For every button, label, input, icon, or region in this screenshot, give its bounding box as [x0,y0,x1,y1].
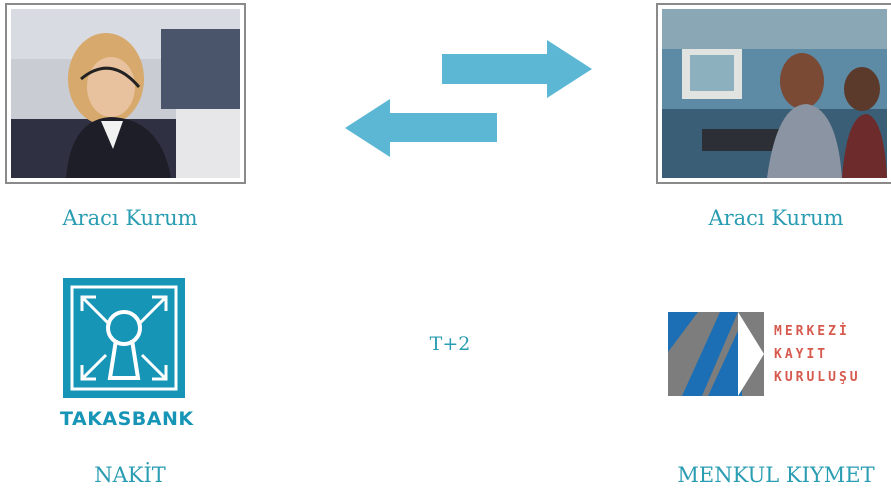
arrow-right-icon [442,40,592,98]
broker-label-left: Aracı Kurum [40,206,220,230]
cash-label: NAKİT [60,463,200,487]
broker-photo-right [656,3,891,184]
call-center-woman-image [11,9,240,178]
broker-photo-left [5,3,246,184]
mkk-line-2: KAYIT [774,343,861,366]
keyhole-logo-icon [60,278,188,398]
takasbank-wordmark: TAKASBANK [60,408,188,430]
mkk-line-3: KURULUŞU [774,366,861,389]
broker-label-right: Aracı Kurum [676,206,876,230]
takasbank-logo: TAKASBANK [60,278,188,430]
trading-floor-image [662,9,887,178]
securities-label: MENKUL KIYMET [656,463,891,487]
exchange-arrows [340,40,600,160]
settlement-period-label: T+2 [400,333,500,355]
mkk-logo: MERKEZİ KAYIT KURULUŞU [668,312,882,396]
arrow-left-icon [345,99,497,157]
mkk-line-1: MERKEZİ [774,320,861,343]
